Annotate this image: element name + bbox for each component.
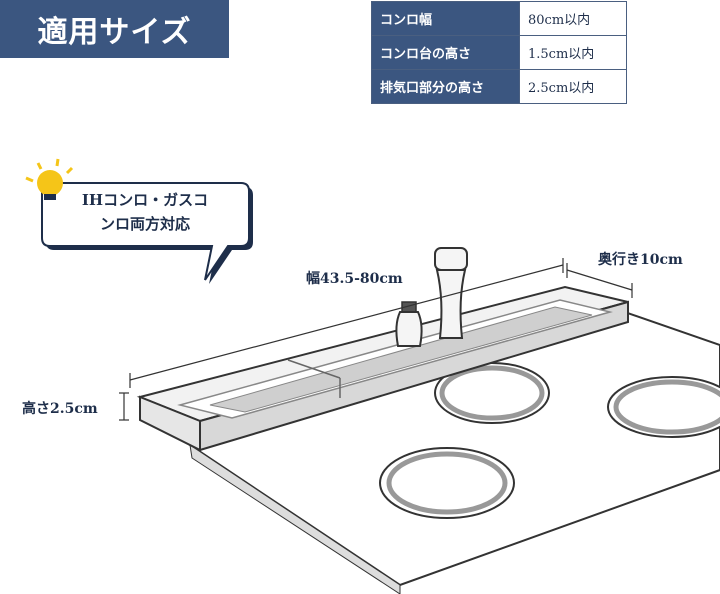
rack-cover <box>136 285 629 452</box>
pepper-mill <box>434 247 468 339</box>
spec-label: 排気口部分の高さ <box>371 69 520 104</box>
width-label: 幅43.5-80cm <box>306 271 403 287</box>
spec-value: 80cm以内 <box>519 1 627 36</box>
spec-label: コンロ台の高さ <box>371 35 520 70</box>
lightbulb-icon <box>25 158 74 200</box>
speech-bubble-text: IHコンロ・ガスコ ンロ両方対応 <box>45 188 245 236</box>
dimension-lines <box>119 258 633 421</box>
page-title: 適用サイズ <box>37 15 192 50</box>
spec-label: コンロ幅 <box>371 1 520 36</box>
salt-shaker <box>395 301 423 347</box>
depth-label: 奥行き10cm <box>598 252 683 268</box>
cooktop <box>187 298 720 594</box>
bubble-line: ンロ両方対応 <box>99 215 190 233</box>
title-banner: 適用サイズ <box>0 0 229 58</box>
spec-table: コンロ幅 80cm以内 コンロ台の高さ 1.5cm以内 排気口部分の高さ 2.5… <box>371 1 627 104</box>
table-row: 排気口部分の高さ 2.5cm以内 <box>371 69 627 104</box>
spec-value: 1.5cm以内 <box>519 35 627 70</box>
table-row: コンロ台の高さ 1.5cm以内 <box>371 35 627 70</box>
height-label: 高さ2.5cm <box>22 401 98 417</box>
table-row: コンロ幅 80cm以内 <box>371 1 627 36</box>
bubble-line: IHコンロ・ガスコ <box>81 191 209 209</box>
spec-value: 2.5cm以内 <box>519 69 627 104</box>
